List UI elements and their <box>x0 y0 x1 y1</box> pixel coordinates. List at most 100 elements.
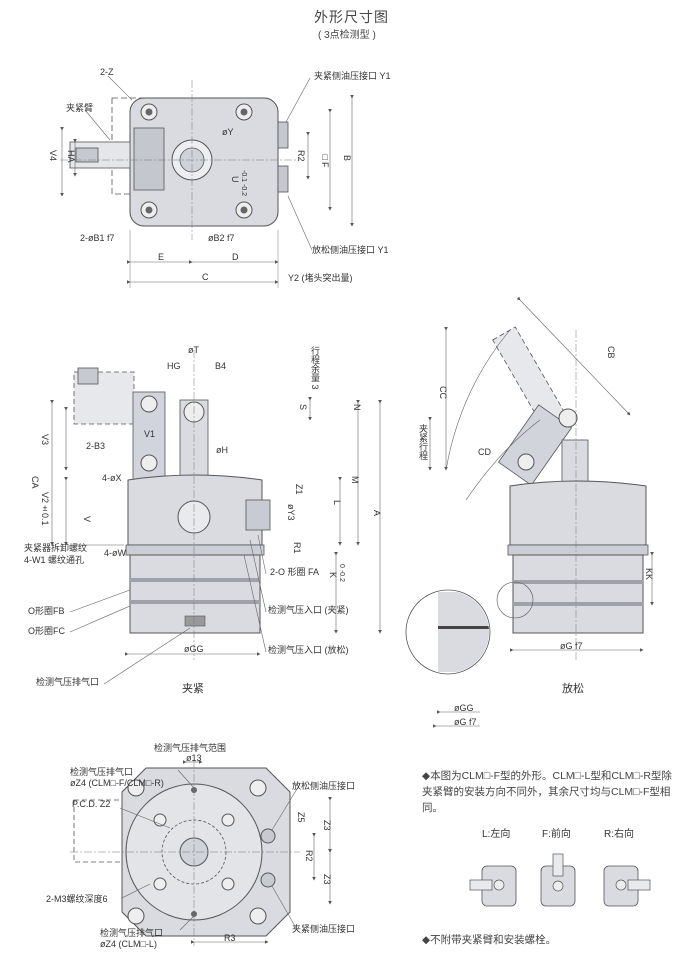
label-air-exhaust: 检测气压排气口 <box>36 677 100 687</box>
label-phi-y: øY <box>222 127 234 137</box>
bottom-bolt-br <box>249 907 267 925</box>
label-clamp-port-y1: 夹紧侧油压接口 Y1 <box>314 71 391 81</box>
label-n: N <box>352 404 362 411</box>
leader-release-y1 <box>287 195 313 251</box>
label-cb: CB <box>606 346 616 359</box>
label-stroke: 夹紧行程 <box>418 424 428 460</box>
bottom-clamp-port <box>260 872 276 888</box>
label-v2: V2±0.1 <box>40 492 50 526</box>
label-e: E <box>158 252 165 262</box>
label-air-clamp: 检测气压入口 (夹紧) <box>268 605 349 615</box>
label-z1: Z1 <box>294 484 304 495</box>
label-m: M <box>350 476 360 484</box>
release-groove-1 <box>513 580 643 584</box>
front-body-step <box>125 544 265 556</box>
o-ring-fb-groove <box>130 578 260 582</box>
note-model-description: ◆本图为CLM□-F型的外形。CLM□-L型和CLM□-R型除夹紧臂的安装方向不… <box>422 770 672 814</box>
label-s: S <box>298 404 308 411</box>
leader-fa <box>257 534 267 575</box>
bottom-hole-2 <box>221 813 235 827</box>
label-dir-r: R:右向 <box>604 829 634 840</box>
label-kk: KK <box>644 568 654 581</box>
label-cc: CC <box>438 386 448 399</box>
air-exhaust-port <box>184 615 206 627</box>
label-b: B <box>342 155 352 162</box>
label-clamp-screw: 夹紧器拆卸螺纹 <box>24 543 88 553</box>
direction-f-icon <box>540 853 576 907</box>
bolt-center-tr <box>240 108 248 116</box>
dim-cb <box>516 296 631 416</box>
page-subtitle: ( 3点检测型 ) <box>318 30 376 41</box>
top-view <box>60 75 354 288</box>
label-v4: V4 <box>48 150 58 162</box>
label-phi-h: øH <box>216 445 228 455</box>
release-view <box>405 296 654 728</box>
bolt-center-tl <box>145 108 153 116</box>
arm-link <box>133 127 165 191</box>
label-release-port-y1: 放松侧油压接口 Y1 <box>312 245 389 255</box>
bolt-center-br <box>240 206 248 214</box>
label-z4-bottom: 检测气压排气口 <box>100 928 164 938</box>
label-z3-top: Z3 <box>322 820 332 831</box>
release-rod <box>561 439 589 483</box>
label-o-ring-fb: O形圈FB <box>28 606 65 616</box>
label-v: V <box>82 516 92 523</box>
label-release-port: 放松侧油压接口 <box>292 781 356 791</box>
leader-exhaust <box>103 627 191 685</box>
detail-source-circle <box>496 581 534 619</box>
leader-z4-bottom <box>179 915 195 931</box>
leader-2z <box>107 75 133 101</box>
label-clamp-port: 夹紧侧油压接口 <box>292 924 356 934</box>
label-y2: Y2 (堵头突出量) <box>288 273 353 283</box>
bottom-bolt-tr <box>249 779 267 797</box>
leader-z4-top <box>177 769 195 789</box>
bottom-hole-4 <box>221 877 235 891</box>
label-u-tol: -0.1 -0.2 <box>240 170 247 197</box>
front-pin-bottom <box>140 454 158 472</box>
caption-release: 放松 <box>562 683 584 695</box>
front-arm-nut <box>77 367 99 385</box>
label-r2: R2 <box>296 150 306 162</box>
arc-cc <box>445 329 511 471</box>
label-z4-top: 检测气压排气口 <box>70 767 134 777</box>
release-port-y1 <box>277 165 289 193</box>
leader-fb <box>69 589 131 613</box>
label-pcd: P.C.D. Z2 <box>72 799 111 809</box>
label-phi-t: øT <box>188 345 199 355</box>
dim-cd-arc <box>465 419 541 501</box>
detail-body <box>438 592 489 672</box>
front-pin-top <box>140 395 158 413</box>
leader-air-clamp <box>249 539 267 613</box>
bottom-view <box>70 760 332 946</box>
label-u: U <box>230 176 240 183</box>
leader-air-release <box>243 554 267 653</box>
label-air-release: 检测气压入口 (放松) <box>268 645 349 655</box>
label-dir-f: F:前向 <box>542 829 571 840</box>
label-a: A <box>372 510 382 517</box>
label-cd: CD <box>478 447 491 457</box>
label-w1: 4-W1 螺纹通孔 <box>24 555 85 565</box>
label-exhaust-range: 检测气压排气范围 <box>154 743 227 753</box>
leader-arm <box>84 109 111 141</box>
label-k: K <box>328 572 338 579</box>
label-v3: V3 <box>40 434 50 446</box>
label-stroke-margin: 行程余量 3 <box>310 346 320 390</box>
label-z4-top-2: øZ4 (CLM□-F/CLM□-R) <box>70 778 164 788</box>
label-detail-gg: øGG <box>454 703 474 713</box>
label-ca: CA <box>30 476 40 489</box>
release-pin-top <box>558 408 578 428</box>
release-body-step <box>507 544 649 556</box>
bottom-bolt-tl <box>127 779 145 797</box>
direction-r-icon <box>603 865 651 907</box>
leader-clamp-y1 <box>285 77 311 123</box>
label-k-tol: 0 -0.2 <box>338 564 345 582</box>
label-r3: R3 <box>224 933 236 943</box>
label-2b3: 2-B3 <box>86 441 106 451</box>
label-b1: 2-øB1 f7 <box>80 233 115 243</box>
front-view <box>50 350 382 685</box>
direction-icons <box>469 853 651 907</box>
o-ring-fc-groove <box>130 600 260 604</box>
label-phi-g: øG f7 <box>560 641 583 651</box>
